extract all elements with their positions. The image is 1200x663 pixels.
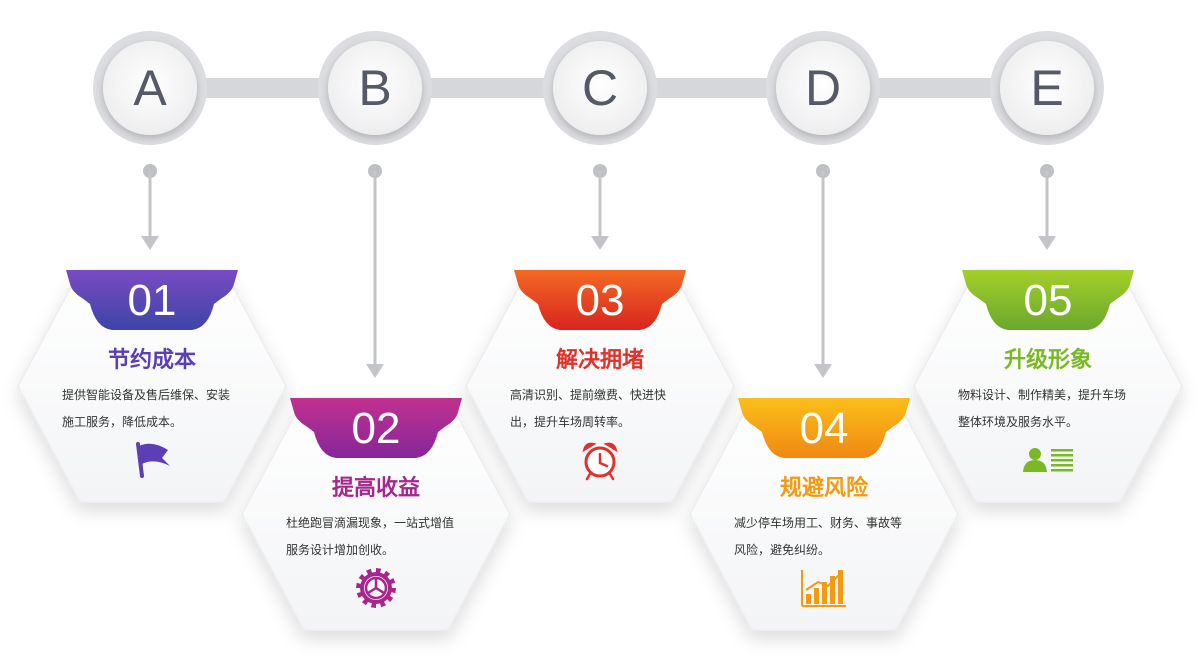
description-line: 施工服务，降低成本。 (62, 415, 183, 429)
milestone-circle (93, 31, 207, 145)
bar-chart-icon (801, 570, 846, 607)
description-line: 整体环境及服务水平。 (958, 415, 1079, 429)
description-line: 出，提升车场周转率。 (510, 415, 631, 429)
description-line: 高清识别、提前缴费、快进快 (510, 388, 667, 402)
step-description: 杜绝跑冒滴漏现象，一站式增值服务设计增加创收。 (286, 510, 476, 564)
step-number: 02 (351, 404, 401, 453)
gear-icon (356, 568, 396, 608)
description-line: 提供智能设备及售后维保、安装 (62, 388, 231, 402)
connector-arrow (366, 164, 384, 378)
description-line: 杜绝跑冒滴漏现象，一站式增值 (286, 516, 455, 530)
connector-arrow (591, 164, 609, 250)
step-letter: B (358, 60, 392, 116)
number-tab (738, 398, 910, 458)
step-letter: E (1030, 60, 1064, 116)
step-title: 提高收益 (331, 476, 420, 501)
connector-arrow (814, 164, 832, 378)
milestone-circle (766, 31, 880, 145)
step-title: 解决拥堵 (555, 348, 644, 373)
step-number: 04 (799, 404, 849, 453)
step-card (241, 397, 511, 631)
step-card (465, 269, 735, 503)
connector-arrow (141, 164, 159, 250)
step-description: 提供智能设备及售后维保、安装施工服务，降低成本。 (62, 382, 252, 436)
milestone-circle (543, 31, 657, 145)
step-number: 01 (127, 276, 177, 325)
description-line: 减少停车场用工、财务、事故等 (734, 516, 903, 530)
milestone-circle (318, 31, 432, 145)
number-tab (514, 270, 686, 330)
step-description: 物料设计、制作精美，提升车场整体环境及服务水平。 (958, 382, 1148, 436)
step-number: 05 (1023, 276, 1073, 325)
connector-arrow (1038, 164, 1056, 250)
step-title: 规避风险 (779, 476, 868, 501)
description-line: 服务设计增加创收。 (286, 543, 395, 557)
milestone-circle (990, 31, 1104, 145)
flag-icon (136, 442, 170, 478)
alarm-clock-icon (582, 442, 618, 481)
step-title: 节约成本 (107, 348, 196, 373)
number-tab (962, 270, 1134, 330)
description-line: 风险，避免纠纷。 (734, 543, 831, 557)
step-card (17, 269, 287, 503)
number-tab (290, 398, 462, 458)
step-description: 高清识别、提前缴费、快进快出，提升车场周转率。 (510, 382, 700, 436)
step-letter: D (804, 60, 842, 116)
step-card (689, 397, 959, 631)
step-description: 减少停车场用工、财务、事故等风险，避免纠纷。 (734, 510, 924, 564)
step-letter: C (581, 60, 619, 116)
number-tab (66, 270, 238, 330)
step-number: 03 (575, 276, 625, 325)
contact-card-icon (1023, 448, 1073, 472)
step-letter: A (133, 60, 167, 116)
step-title: 升级形象 (1003, 348, 1092, 373)
description-line: 物料设计、制作精美，提升车场 (958, 388, 1127, 402)
step-card (913, 269, 1183, 503)
